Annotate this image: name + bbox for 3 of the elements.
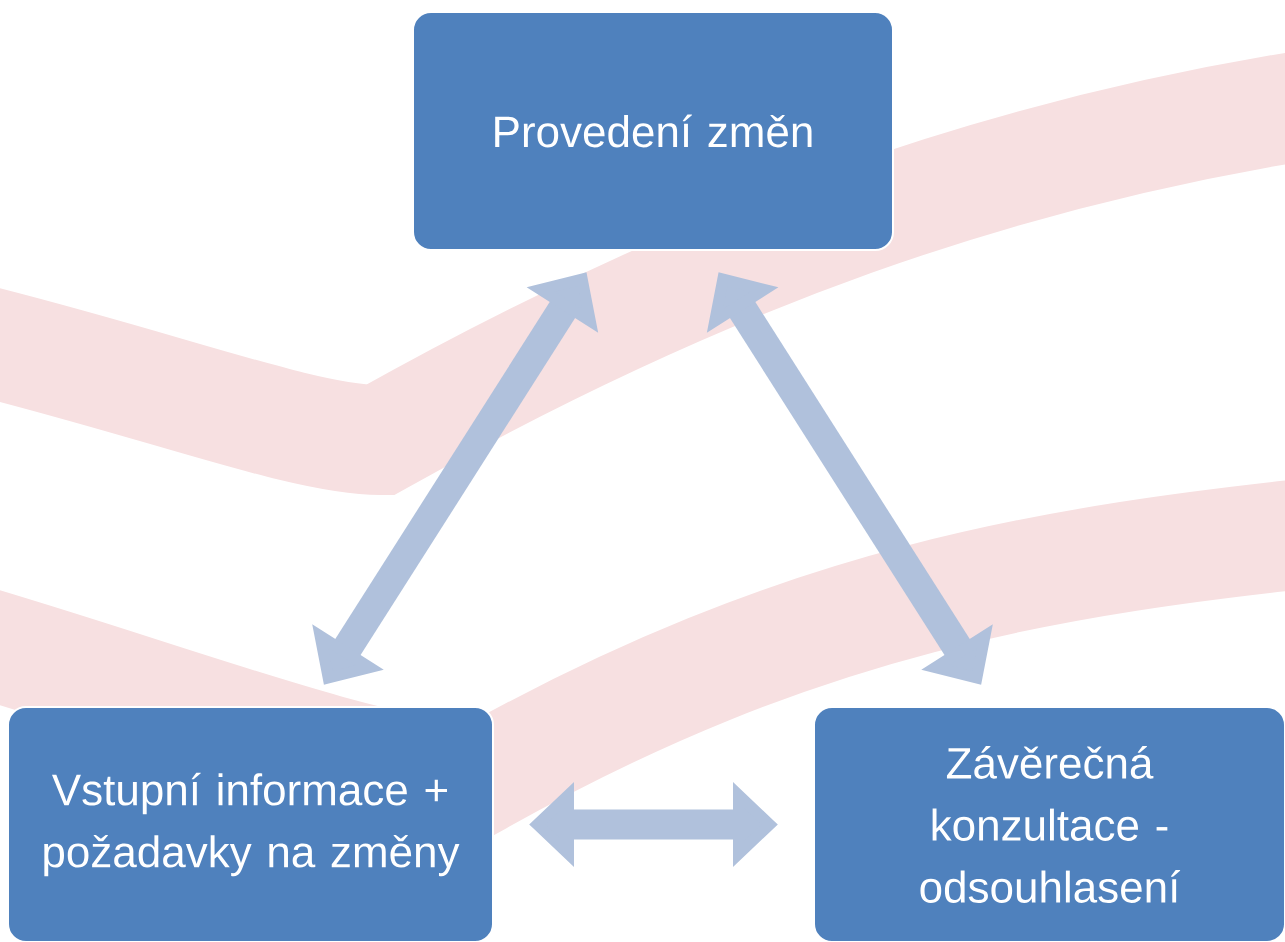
process-box: Provedení změn bbox=[412, 11, 894, 251]
process-box: Závěrečná konzultace - odsouhlasení bbox=[813, 706, 1285, 942]
process-box: Vstupní informace + požadavky na změny bbox=[7, 706, 494, 942]
